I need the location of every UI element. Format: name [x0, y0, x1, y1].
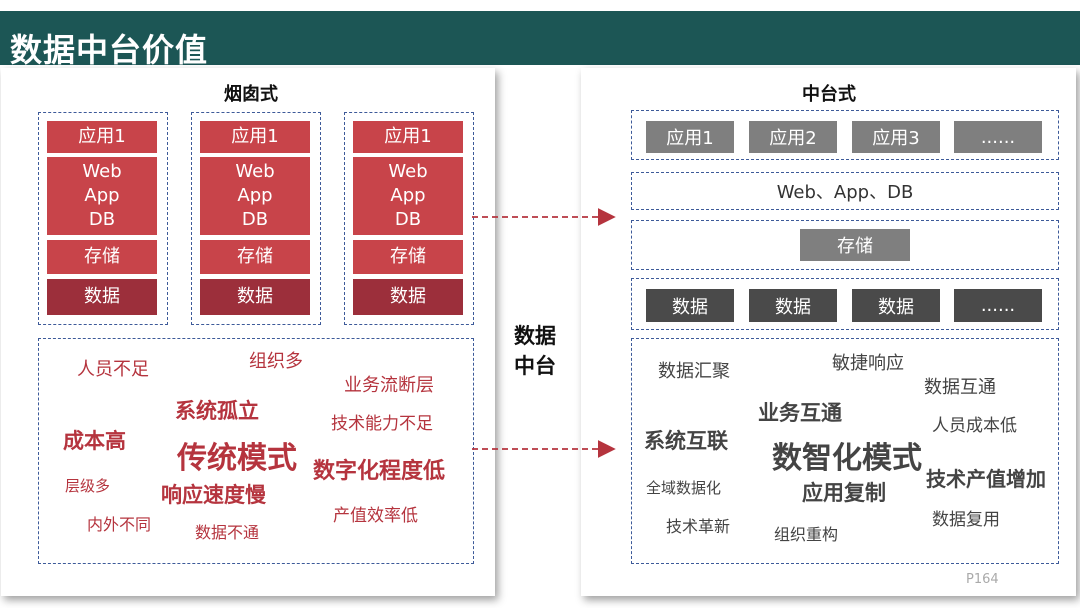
issue-word: 内外不同: [87, 515, 152, 534]
center-label-line2: 中台: [514, 354, 556, 378]
app-label: App: [390, 185, 426, 206]
stack-data-block: 数据: [200, 279, 310, 315]
benefit-word: 全域数据化: [646, 479, 722, 497]
app-block-3: 应用3: [852, 121, 940, 153]
platform-benefits-box: 数据汇聚 敏捷响应 数据互通 业务互通 人员成本低 系统互联 数智化模式 技术产…: [631, 338, 1059, 564]
benefit-word: 技术革新: [666, 517, 731, 536]
issue-word: 业务流断层: [344, 375, 434, 396]
benefit-word: 应用复制: [802, 481, 886, 505]
web-label: Web: [82, 161, 122, 182]
issue-word: 层级多: [65, 477, 111, 495]
middleware-layer: Web、App、DB: [631, 172, 1059, 210]
platform-panel: 中台式 应用1 应用2 应用3 ...... Web、App、DB 存储 数据 …: [581, 68, 1076, 596]
page-number: P164: [966, 572, 999, 587]
app-block-2: 应用2: [749, 121, 837, 153]
stack-middleware-block: Web App DB: [47, 157, 157, 235]
benefit-word: 组织重构: [774, 525, 839, 544]
chimney-issues-box: 人员不足 组织多 业务流断层 系统孤立 技术能力不足 成本高 传统模式 数字化程…: [38, 338, 474, 564]
storage-layer: 存储: [631, 220, 1059, 270]
header-bar: 数据中台价值: [0, 11, 1080, 69]
benefit-word: 数智化模式: [772, 441, 922, 476]
stack-storage-block: 存储: [200, 240, 310, 274]
db-label: DB: [241, 209, 269, 230]
chimney-stack-1: 应用1 Web App DB 存储 数据: [38, 112, 168, 325]
app-block-1: 应用1: [646, 121, 734, 153]
stack-data-block: 数据: [47, 279, 157, 315]
data-block-3: 数据: [852, 289, 940, 322]
issue-word: 技术能力不足: [331, 414, 433, 434]
chimney-stack-2: 应用1 Web App DB 存储 数据: [191, 112, 321, 325]
stack-middleware-block: Web App DB: [200, 157, 310, 235]
benefit-word: 技术产值增加: [926, 467, 1046, 491]
issue-word: 人员不足: [77, 359, 149, 380]
data-block-2: 数据: [749, 289, 837, 322]
center-label-line1: 数据: [514, 324, 556, 348]
apps-layer: 应用1 应用2 应用3 ......: [631, 110, 1059, 160]
stack-storage-block: 存储: [353, 240, 463, 274]
benefit-word: 业务互通: [758, 401, 842, 425]
benefit-word: 人员成本低: [932, 416, 1017, 436]
benefit-word: 数据汇聚: [658, 361, 730, 382]
issue-word: 组织多: [249, 351, 303, 372]
app-block-more: ......: [954, 121, 1042, 153]
data-middle-platform-label: 数据 中台: [514, 321, 556, 381]
page-title: 数据中台价值: [10, 31, 209, 69]
db-label: DB: [88, 209, 116, 230]
stack-app-block: 应用1: [200, 121, 310, 153]
app-label: App: [237, 185, 273, 206]
benefit-word: 数据复用: [932, 510, 1000, 530]
issue-word: 响应速度慢: [161, 483, 266, 507]
web-label: Web: [388, 161, 428, 182]
data-block-more: ......: [954, 289, 1042, 322]
app-label: App: [84, 185, 120, 206]
web-label: Web: [235, 161, 275, 182]
benefit-word: 敏捷响应: [832, 353, 904, 374]
chimney-stack-3: 应用1 Web App DB 存储 数据: [344, 112, 474, 325]
stack-app-block: 应用1: [47, 121, 157, 153]
benefit-word: 数据互通: [924, 377, 996, 398]
stack-data-block: 数据: [353, 279, 463, 315]
platform-title: 中台式: [802, 84, 856, 105]
stack-storage-block: 存储: [47, 240, 157, 274]
storage-block: 存储: [800, 229, 910, 261]
issue-word: 成本高: [63, 429, 126, 453]
data-layer: 数据 数据 数据 ......: [631, 278, 1059, 330]
issue-word: 系统孤立: [175, 399, 259, 423]
issue-word: 传统模式: [177, 441, 297, 476]
benefit-word: 系统互联: [644, 429, 728, 453]
chimney-panel: 烟囱式 应用1 Web App DB 存储 数据 应用1 Web App DB …: [1, 68, 495, 596]
issue-word: 数字化程度低: [313, 459, 446, 484]
issue-word: 产值效率低: [333, 506, 418, 526]
db-label: DB: [394, 209, 422, 230]
data-block-1: 数据: [646, 289, 734, 322]
chimney-title: 烟囱式: [224, 84, 278, 105]
issue-word: 数据不通: [195, 523, 260, 542]
stack-app-block: 应用1: [353, 121, 463, 153]
stack-middleware-block: Web App DB: [353, 157, 463, 235]
